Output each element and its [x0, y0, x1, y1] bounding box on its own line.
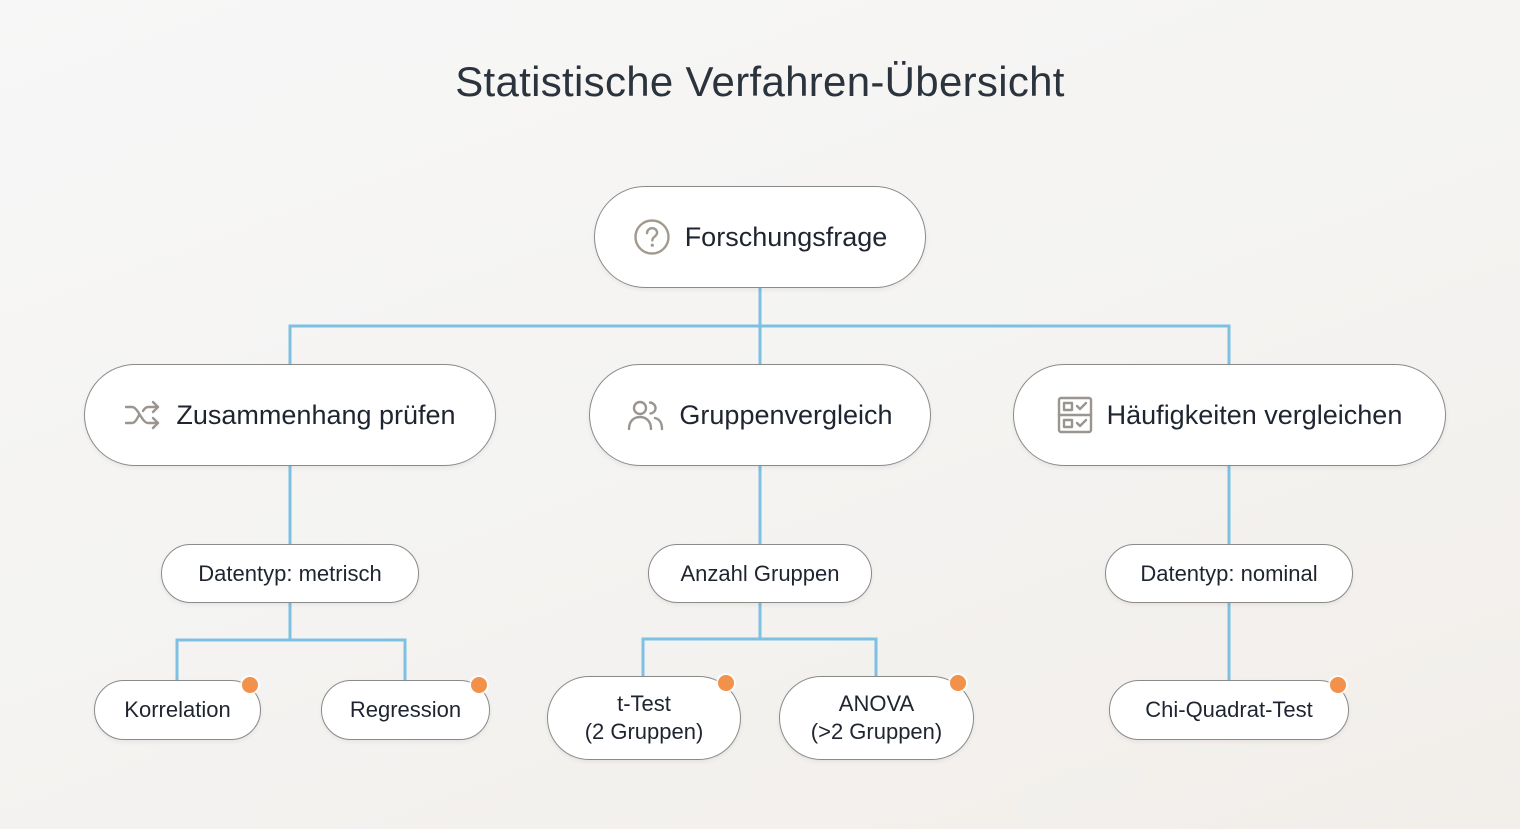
node-criterion-group-count[interactable]: Anzahl Gruppen: [648, 544, 872, 603]
users-icon: [627, 398, 665, 432]
node-method-regression[interactable]: Regression: [321, 680, 490, 740]
connector-criterion-2: [641, 603, 878, 677]
node-label: Regression: [349, 697, 462, 722]
leaf-indicator-dot: [950, 675, 966, 691]
node-label: Anzahl Gruppen: [680, 560, 840, 586]
checklist-icon: [1057, 396, 1093, 434]
node-label: Zusammenhang prüfen: [176, 399, 456, 430]
node-criterion-nominal[interactable]: Datentyp: nominal: [1105, 544, 1353, 603]
diagram-title: Statistische Verfahren-Übersicht: [455, 58, 1065, 105]
leaf-indicator-dot: [1330, 677, 1346, 693]
question-circle-icon: [633, 218, 671, 256]
node-method-anova[interactable]: ANOVA (>2 Gruppen): [779, 676, 974, 760]
connector-criterion-1: [175, 603, 407, 680]
leaf-indicator-dot: [471, 677, 487, 693]
node-branch-group-comparison[interactable]: Gruppenvergleich: [589, 364, 931, 466]
node-label: Korrelation: [124, 697, 231, 722]
node-method-chi-square[interactable]: Chi-Quadrat-Test: [1109, 680, 1349, 740]
node-label: ANOVA (>2 Gruppen): [810, 691, 943, 744]
node-label: Forschungsfrage: [684, 221, 888, 252]
node-label: Chi-Quadrat-Test: [1145, 697, 1313, 722]
connector-level1-bus: [288, 324, 1231, 365]
node-label: t-Test (2 Gruppen): [584, 691, 704, 744]
node-label: Gruppenvergleich: [679, 399, 893, 430]
leaf-indicator-dot: [718, 675, 734, 691]
node-root-research-question[interactable]: Forschungsfrage: [594, 186, 926, 288]
shuffle-icon: [124, 398, 162, 432]
node-label: Datentyp: metrisch: [198, 560, 382, 586]
node-label: Datentyp: nominal: [1140, 560, 1318, 586]
node-branch-correlation[interactable]: Zusammenhang prüfen: [84, 364, 496, 466]
node-branch-frequencies[interactable]: Häufigkeiten vergleichen: [1013, 364, 1446, 466]
node-method-t-test[interactable]: t-Test (2 Gruppen): [547, 676, 741, 760]
leaf-indicator-dot: [242, 677, 258, 693]
node-label: Häufigkeiten vergleichen: [1106, 399, 1403, 430]
node-method-correlation[interactable]: Korrelation: [94, 680, 261, 740]
node-criterion-metric[interactable]: Datentyp: metrisch: [161, 544, 419, 603]
